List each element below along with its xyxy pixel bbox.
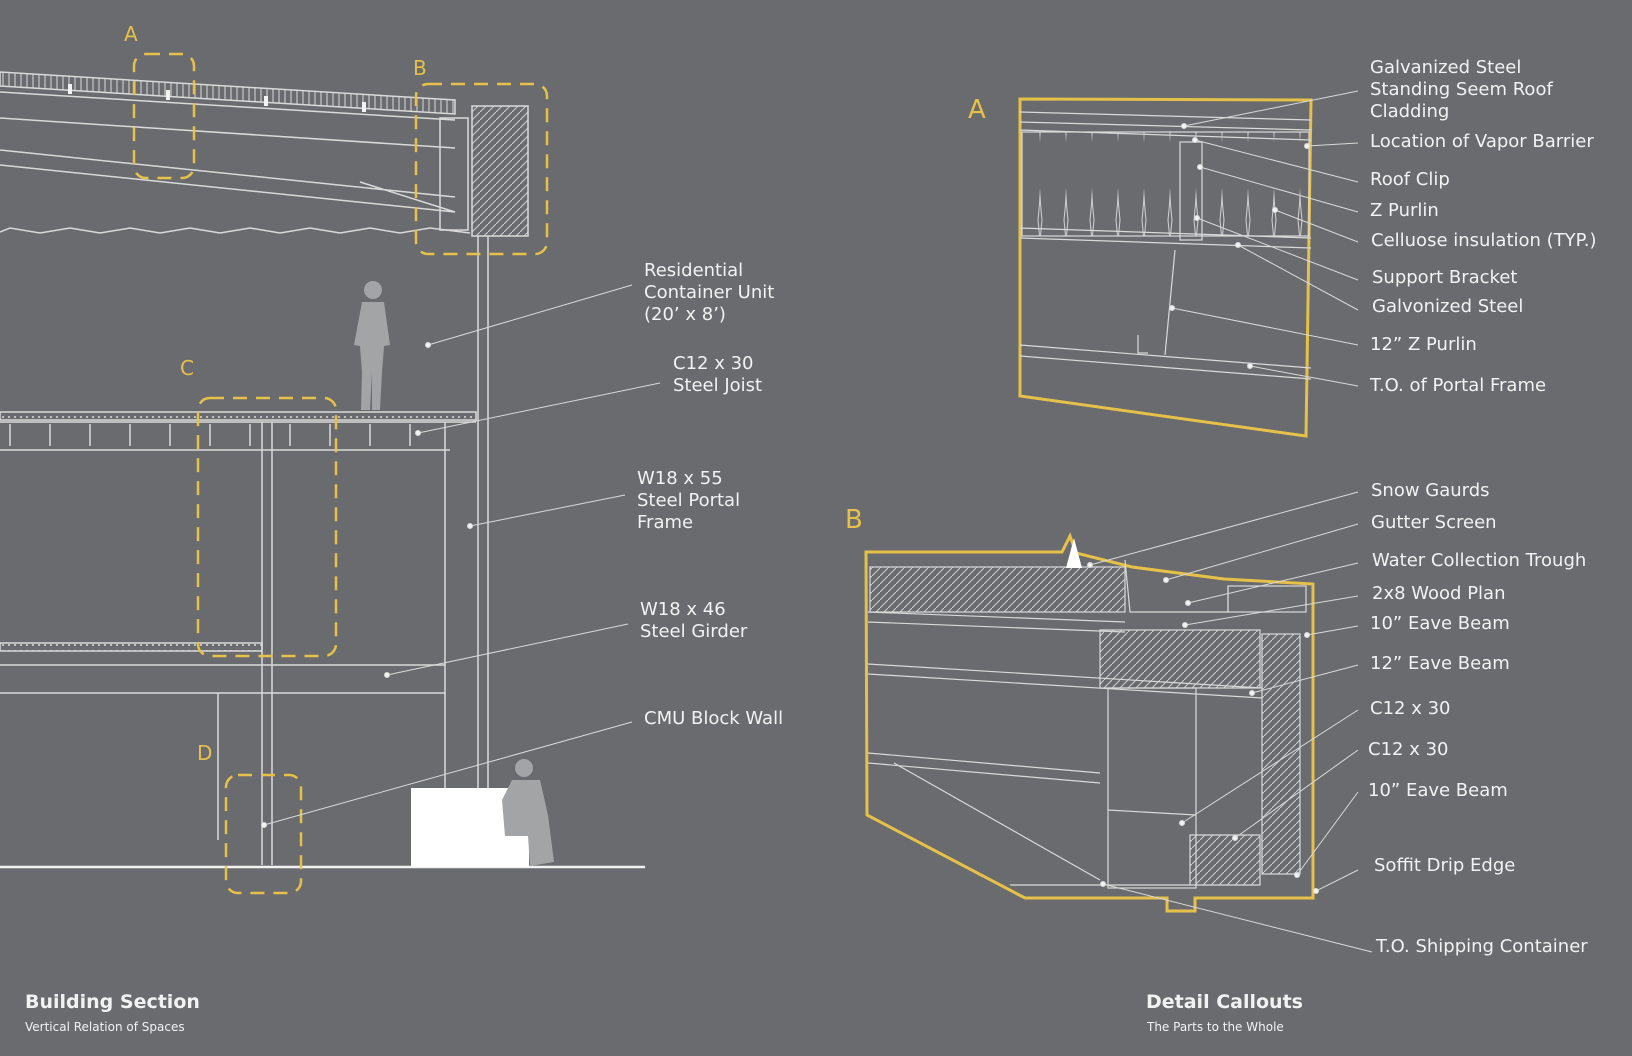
detail-a-outline xyxy=(1018,97,1313,438)
roof-clip-label: Roof Clip xyxy=(1370,169,1450,190)
detail-callouts-subtitle: The Parts to the Whole xyxy=(1147,1020,1284,1034)
label-line: Steel Joist xyxy=(673,375,762,396)
label-line: Frame xyxy=(637,512,693,533)
label-line: Galvanized Steel xyxy=(1370,57,1521,78)
eave-beam-10-label: 10” Eave Beam xyxy=(1370,613,1510,634)
detail-b: B xyxy=(845,480,1588,957)
steel-girder-label: W18 x 46 Steel Girder xyxy=(640,599,748,642)
standing-person-figure xyxy=(354,281,390,410)
snow-guard-shape xyxy=(1066,538,1082,568)
section-callout-boxes xyxy=(132,52,549,895)
label-line: W18 x 55 xyxy=(637,468,723,489)
building-section-subtitle: Vertical Relation of Spaces xyxy=(25,1020,185,1034)
detail-b-assembly xyxy=(867,559,1307,889)
soffit-drip-label: Soffit Drip Edge xyxy=(1374,855,1515,876)
detail-callouts-title: Detail Callouts xyxy=(1146,991,1303,1013)
detail-b-outline xyxy=(864,532,1315,913)
girder-band xyxy=(0,642,445,840)
roof-clips xyxy=(68,84,366,112)
detail-b-leaders xyxy=(1087,491,1373,953)
cmu-wall-label: CMU Block Wall xyxy=(644,708,783,729)
c12-label-2: C12 x 30 xyxy=(1368,739,1448,760)
water-trough-label: Water Collection Trough xyxy=(1372,550,1586,571)
callout-d-letter: D xyxy=(197,741,212,765)
building-section: A B C D Residential Container Unit (20’ … xyxy=(0,22,783,895)
portal-frame-label: W18 x 55 Steel Portal Frame xyxy=(637,468,746,533)
detail-a-leaders xyxy=(1169,90,1359,387)
callout-a-letter: A xyxy=(124,22,138,46)
columns xyxy=(261,416,489,865)
label-line: Steel Portal xyxy=(637,490,740,511)
snow-guards-label: Snow Gaurds xyxy=(1371,480,1490,501)
z-purlin-12-label: 12” Z Purlin xyxy=(1370,334,1477,355)
support-bracket-label: Support Bracket xyxy=(1372,267,1517,288)
cladding-label: Galvanized Steel Standing Seem Roof Clad… xyxy=(1370,57,1559,122)
detail-b-labels: Snow Gaurds Gutter Screen Water Collecti… xyxy=(1368,480,1588,957)
floor-joist-band xyxy=(0,411,477,451)
wood-plank-label: 2x8 Wood Plan xyxy=(1372,583,1506,604)
roof-assembly xyxy=(0,71,529,416)
insulation-label: Celluose insulation (TYP.) xyxy=(1371,230,1596,251)
detail-a-letter: A xyxy=(968,95,986,125)
c12-label-1: C12 x 30 xyxy=(1370,698,1450,719)
label-line: CMU Block Wall xyxy=(644,708,783,729)
seated-person-figure xyxy=(502,759,554,866)
eave-beam-10-label-2: 10” Eave Beam xyxy=(1368,780,1508,801)
section-leader-lines xyxy=(261,284,661,828)
callout-c-letter: C xyxy=(180,356,194,380)
building-section-title: Building Section xyxy=(25,991,200,1013)
detail-b-letter: B xyxy=(845,505,863,535)
steel-joist-label: C12 x 30 Steel Joist xyxy=(673,353,762,396)
label-line: C12 x 30 xyxy=(673,353,753,374)
label-line: W18 x 46 xyxy=(640,599,726,620)
eave-beam-12-label: 12” Eave Beam xyxy=(1370,653,1510,674)
z-purlin-label: Z Purlin xyxy=(1370,200,1439,221)
label-line: Standing Seem Roof xyxy=(1370,79,1553,100)
vapor-barrier-label: Location of Vapor Barrier xyxy=(1370,131,1594,152)
gutter-screen-label: Gutter Screen xyxy=(1371,512,1497,533)
detail-a: A Galvanized St xyxy=(968,57,1596,438)
portal-frame-top-label: T.O. of Portal Frame xyxy=(1369,375,1546,396)
callout-b-letter: B xyxy=(413,56,427,80)
label-line: Cladding xyxy=(1370,101,1449,122)
label-line: Residential xyxy=(644,260,743,281)
container-top-label: T.O. Shipping Container xyxy=(1375,936,1588,957)
label-line: Container Unit xyxy=(644,282,774,303)
detail-a-labels: Galvanized Steel Standing Seem Roof Clad… xyxy=(1369,57,1596,396)
residential-container-label: Residential Container Unit (20’ x 8’) xyxy=(644,260,780,325)
label-line: Steel Girder xyxy=(640,621,748,642)
label-line: (20’ x 8’) xyxy=(644,304,726,325)
galvonized-steel-label: Galvonized Steel xyxy=(1372,296,1523,317)
